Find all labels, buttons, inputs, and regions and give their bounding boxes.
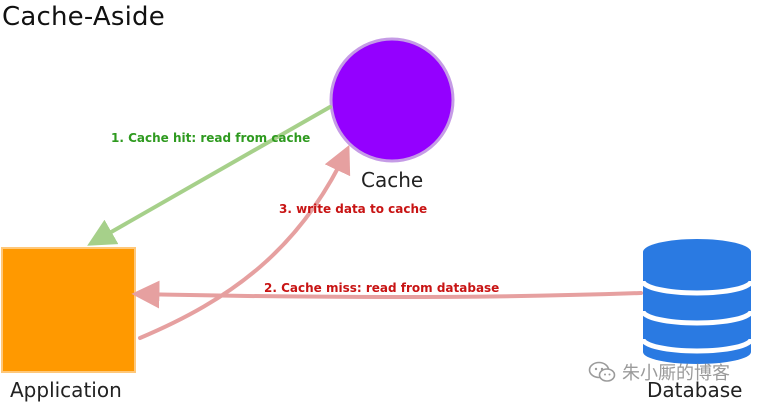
watermark-text: 朱小厮的博客 — [622, 363, 730, 384]
edge-write-cache-arrow — [138, 144, 351, 340]
database-label: Database — [647, 378, 743, 402]
wechat-icon — [588, 361, 616, 382]
page-title: Cache-Aside — [2, 2, 165, 32]
edge-write-cache-label: 3. write data to cache — [279, 202, 428, 216]
application-label: Application — [10, 378, 122, 402]
edge-cache-hit-label: 1. Cache hit: read from cache — [111, 131, 311, 145]
database-icon — [640, 239, 754, 364]
edge-cache-miss-label: 2. Cache miss: read from database — [264, 281, 500, 295]
cache-node — [329, 37, 455, 163]
application-node — [1, 247, 136, 373]
edge-cache-hit-arrow — [87, 105, 332, 246]
watermark: 朱小厮的博客 — [588, 358, 730, 386]
cache-label: Cache — [361, 168, 424, 192]
edge-cache-miss-arrow — [131, 280, 643, 309]
